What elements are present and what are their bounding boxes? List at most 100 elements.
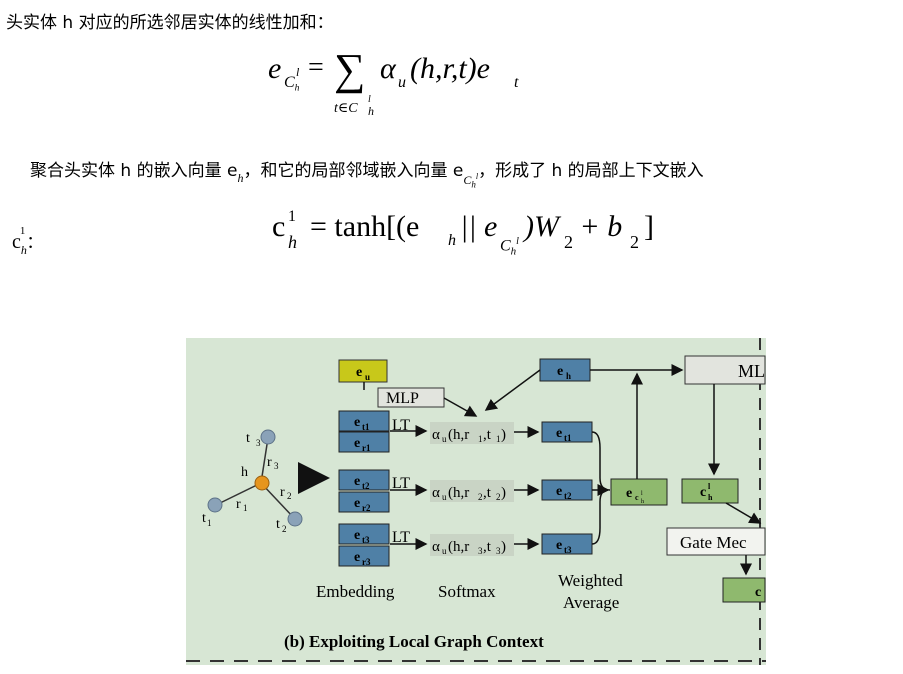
label-h: h [241, 465, 248, 480]
svg-text:l: l [708, 482, 711, 491]
formula1-sigma-under: t∈C [334, 101, 358, 116]
formula2-lhs-sub: h [288, 232, 297, 252]
label-r3: r [267, 455, 272, 470]
svg-text:h: h [566, 371, 571, 381]
svg-text:α: α [432, 485, 440, 501]
paragraph-line-1: 头实体 h 对应的所选邻居实体的线性加和： [6, 8, 334, 33]
paragraph-line-3: ch1： [12, 225, 44, 258]
line1-text: 头实体 h 对应的所选邻居实体的线性加和： [6, 13, 334, 33]
svg-text:e: e [354, 415, 360, 430]
svg-text:1: 1 [496, 434, 501, 444]
svg-text:e: e [556, 538, 562, 553]
svg-text:α: α [432, 427, 440, 443]
svg-text:): ) [501, 485, 506, 501]
formula1-equals: = [308, 52, 324, 83]
svg-text:e: e [354, 550, 360, 565]
formula2-rest: )W [524, 210, 559, 243]
svg-text:(h,r: (h,r [448, 485, 469, 501]
svg-text:α: α [432, 539, 440, 555]
line2-part2: ，和它的局部邻域嵌入向量 e [243, 161, 464, 181]
node-t1 [207, 497, 223, 513]
formula1-sigma-under-sub: h [368, 104, 374, 118]
svg-text:): ) [501, 539, 506, 555]
svg-text:,t: ,t [483, 539, 492, 555]
svg-text:LT: LT [392, 529, 410, 546]
svg-text:e: e [556, 426, 562, 441]
svg-text:e: e [626, 486, 632, 501]
svg-text:c: c [700, 485, 706, 500]
formula1-alpha: α [380, 52, 396, 85]
formula1-sigma-under-sup: l [368, 94, 371, 105]
eh-box [539, 358, 591, 382]
knowledge-graph-sketch: t 3 r 3 h r 2 r 1 t 1 t 2 [202, 429, 303, 534]
svg-text:e: e [354, 528, 360, 543]
line2-ec-sub: Chl [463, 172, 479, 190]
line3-colon: ： [26, 233, 44, 253]
mlp-box-2 [684, 355, 766, 385]
svg-text:u: u [442, 546, 447, 556]
svg-text:t1: t1 [564, 433, 572, 443]
label-softmax: Softmax [438, 582, 496, 601]
formula1-alpha-sub: u [398, 74, 406, 91]
svg-text:u: u [442, 492, 447, 502]
label-t2: t [276, 517, 280, 532]
paragraph-line-2: 聚合头实体 h 的嵌入向量 eh，和它的局部邻域嵌入向量 eChl，形成了 h … [30, 156, 704, 189]
svg-text:3: 3 [496, 546, 501, 556]
aggregate-path-3 [591, 489, 609, 545]
label-weighted: Weighted [558, 571, 623, 590]
formula2-lhs: c [272, 210, 286, 243]
svg-text:e: e [557, 364, 563, 379]
svg-text:(h,r: (h,r [448, 427, 469, 443]
svg-text:3: 3 [274, 461, 279, 471]
svg-text:2: 2 [282, 524, 287, 534]
mlp-box-1 [377, 387, 445, 408]
svg-text:1: 1 [243, 503, 248, 513]
line2-eh-sub: h [237, 171, 244, 185]
node-t3 [260, 429, 276, 445]
formula1-sigma: ∑ [334, 45, 366, 94]
svg-text:3: 3 [256, 438, 261, 448]
node-t2 [287, 511, 303, 527]
svg-text:r2: r2 [362, 503, 371, 513]
line3-c-sup: 1 [19, 225, 26, 237]
formula1-lhs-sup: l [296, 65, 300, 79]
line2-part1: 聚合头实体 h 的嵌入向量 e [30, 161, 238, 181]
local-graph-context-figure: t 3 r 3 h r 2 r 1 t 1 t 2 e u MLP e h ML… [186, 338, 766, 665]
svg-text:2: 2 [478, 492, 483, 502]
svg-text:MLP: MLP [386, 390, 419, 407]
formula2-eq: = tanh[(e [310, 210, 420, 243]
svg-text:l: l [641, 491, 643, 497]
svg-text:c: c [755, 585, 761, 600]
svg-text:u: u [365, 372, 370, 382]
formula2-mid: || e [460, 210, 498, 243]
svg-text:,t: ,t [483, 427, 492, 443]
output-box [722, 577, 766, 603]
formula2-plus: + b [572, 210, 623, 243]
svg-text:t2: t2 [362, 481, 370, 491]
svg-text:1: 1 [207, 518, 212, 528]
ec-box [610, 478, 668, 506]
svg-text:t2: t2 [564, 491, 572, 501]
line2-part3: ，形成了 h 的局部上下文嵌入 [478, 161, 704, 181]
svg-text:t3: t3 [564, 545, 572, 555]
svg-text:(h,r: (h,r [448, 539, 469, 555]
label-t1: t [202, 511, 206, 526]
svg-text:e: e [354, 436, 360, 451]
formula2-b-sub: 2 [630, 232, 639, 252]
svg-text:e: e [556, 484, 562, 499]
svg-text:2: 2 [287, 491, 292, 501]
svg-text:t3: t3 [362, 535, 370, 545]
svg-text:): ) [501, 427, 506, 443]
svg-text:e: e [354, 496, 360, 511]
svg-text:LT: LT [392, 417, 410, 434]
formula2-w-sub: 2 [564, 232, 573, 252]
svg-text:h: h [641, 499, 644, 505]
formula1-lhs: e [268, 52, 282, 85]
svg-text:e: e [356, 365, 362, 380]
svg-text:LT: LT [392, 475, 410, 492]
formula-local-context: c 1 h = tanh[(e h || e Chl )W 2 + b 2 ] [272, 206, 672, 266]
formula1-lhs-sub: Ch [284, 74, 300, 94]
